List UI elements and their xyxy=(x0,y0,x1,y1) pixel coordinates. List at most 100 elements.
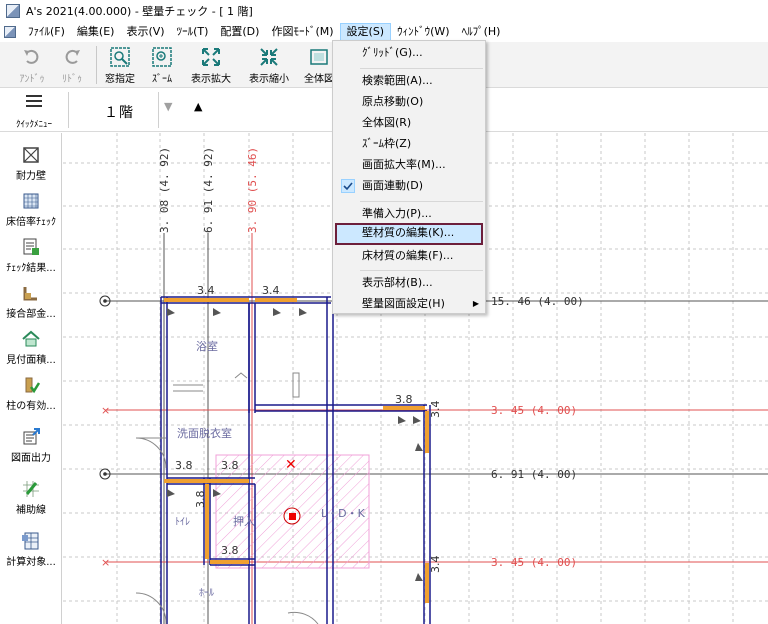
horizontal-dim-label: 15. 46 (4. 00) xyxy=(491,295,584,308)
menu-wall-drawing-settings[interactable]: 壁量図面設定(H) xyxy=(362,297,445,310)
menu-separator xyxy=(360,201,483,202)
bearing-wall-icon xyxy=(23,147,39,163)
wall-arrows xyxy=(167,308,423,581)
menu-search-range[interactable]: 検索範囲(A)... xyxy=(362,74,433,87)
menu-tools[interactable]: ﾂｰﾙ(T) xyxy=(176,24,209,38)
column-effective-button[interactable]: 柱の有効... xyxy=(0,363,62,415)
menu-zoom-frame[interactable]: ｽﾞｰﾑ枠(Z) xyxy=(362,137,412,150)
menu-file[interactable]: ﾌｧｲﾙ(F) xyxy=(28,24,65,38)
undo-button[interactable]: ｱﾝﾄﾞｩ xyxy=(14,44,50,86)
wall-value: 3.8 xyxy=(221,459,239,472)
menu-place[interactable]: 配置(D) xyxy=(220,24,260,38)
wall-value: 3.4 xyxy=(429,401,442,419)
menu-screen-link[interactable]: 画面連動(D) xyxy=(362,179,424,192)
hamburger-icon xyxy=(26,95,42,107)
house-icon xyxy=(22,330,40,347)
undo-label: ｱﾝﾄﾞｩ xyxy=(19,74,45,85)
zoom-out-button[interactable]: 表示縮小 xyxy=(244,44,294,86)
vertical-dim-label: 3. 90 (5. 46) xyxy=(246,147,259,233)
room-label: 浴室 xyxy=(196,339,218,353)
center-symbol xyxy=(289,513,296,520)
menu-display-members[interactable]: 表示部材(B)... xyxy=(362,276,433,289)
redo-button[interactable]: ﾘﾄﾞｩ xyxy=(54,44,90,86)
bearing-wall-button[interactable]: 耐力壁 xyxy=(0,133,62,185)
horizontal-dim-label: 3. 45 (4. 00) xyxy=(491,556,577,569)
room-label: 押入 xyxy=(233,514,255,528)
expand-icon xyxy=(202,48,220,66)
app-icon xyxy=(6,4,20,18)
bearing-walls xyxy=(164,298,429,603)
horizontal-dim-label: 6. 91 (4. 00) xyxy=(491,468,577,481)
menu-origin-move[interactable]: 原点移動(O) xyxy=(362,95,424,108)
toolbar-separator xyxy=(68,92,69,128)
submenu-arrow-icon: ▶ xyxy=(472,299,479,308)
wall-value: 3.8 xyxy=(221,544,239,557)
joint-hardware-icon xyxy=(23,287,37,301)
floor-up-button[interactable]: ▲ xyxy=(194,100,203,113)
calc-target-button[interactable]: 計算対象... xyxy=(0,519,62,571)
zoom-button[interactable]: ｽﾞｰﾑ xyxy=(144,44,180,86)
column-effective-label: 柱の有効... xyxy=(6,401,56,412)
menu-full-view[interactable]: 全体図(R) xyxy=(362,116,412,129)
menu-separator xyxy=(360,270,483,271)
room-label: 洗面脱衣室 xyxy=(177,426,232,440)
calc-target-icon xyxy=(22,532,39,550)
menu-floor-material-edit[interactable]: 床材質の編集(F)... xyxy=(362,249,454,262)
cross-marker: × xyxy=(101,404,110,417)
floor-ratio-check-button[interactable]: 床倍率ﾁｪｯｸ xyxy=(0,179,62,231)
floor-down-button[interactable]: ▼ xyxy=(164,100,173,113)
menu-grid[interactable]: ｸﾞﾘｯﾄﾞ(G)... xyxy=(362,46,423,59)
menu-help[interactable]: ﾍﾙﾌﾟ(H) xyxy=(461,24,501,38)
calc-target-label: 計算対象... xyxy=(6,557,56,568)
vertical-dim-label: 6. 91 (4. 92) xyxy=(202,147,215,233)
room-label: L・D・K xyxy=(321,507,366,520)
room-label: ﾎｰﾙ xyxy=(199,587,214,599)
floor-label: １階 xyxy=(104,105,134,121)
window-select-icon xyxy=(110,47,130,67)
menu-view[interactable]: 表示(V) xyxy=(126,24,165,38)
floor-ratio-check-label: 床倍率ﾁｪｯｸ xyxy=(6,217,56,228)
quick-menu-label: ｸｲｯｸﾒﾆｭｰ xyxy=(15,120,52,130)
menu-settings[interactable]: 設定(S) xyxy=(339,22,392,41)
joint-hardware-button[interactable]: 接合部金... xyxy=(0,271,62,323)
system-menu-icon[interactable] xyxy=(4,25,16,38)
menu-wall-material-edit[interactable]: 壁材質の編集(K)... xyxy=(335,223,483,245)
menu-wall-drawing-settings-row[interactable]: 壁量図面設定(H) ▶ xyxy=(335,294,483,314)
floor-grid-icon xyxy=(23,193,39,209)
wall-value: 3.4 xyxy=(197,284,215,297)
grid-marker xyxy=(103,472,107,476)
redo-icon xyxy=(65,49,80,64)
facade-area-label: 見付面積... xyxy=(6,355,56,366)
wall-value: 3.4 xyxy=(429,556,442,574)
auxiliary-line-button[interactable]: 補助線 xyxy=(0,467,62,519)
drawing-output-icon xyxy=(23,428,40,445)
grid-marker xyxy=(99,468,111,480)
fit-all-button[interactable]: 全体図 xyxy=(302,44,336,86)
drawing-output-label: 図面出力 xyxy=(11,453,51,464)
menu-window[interactable]: ｳｨﾝﾄﾞｳ(W) xyxy=(397,24,450,38)
joint-hardware-label: 接合部金... xyxy=(6,309,56,320)
quick-menu-button[interactable]: ｸｲｯｸﾒﾆｭｰ xyxy=(0,88,68,132)
horizontal-dim-label: 3. 45 (4. 00) xyxy=(491,404,577,417)
drawing-output-button[interactable]: 図面出力 xyxy=(0,415,62,467)
window-select-button[interactable]: 窓指定 xyxy=(100,44,140,86)
menu-prep-input[interactable]: 準備入力(P)... xyxy=(362,207,432,220)
wall-value: 3.8 xyxy=(395,393,413,406)
check-result-button[interactable]: ﾁｪｯｸ結果... xyxy=(0,225,62,277)
grid-marker xyxy=(99,295,111,307)
zoom-icon xyxy=(152,47,172,67)
menu-draw-mode[interactable]: 作図ﾓｰﾄﾞ(M) xyxy=(271,24,334,38)
wall-value: 3.8 xyxy=(175,459,193,472)
menu-screen-zoom-rate[interactable]: 画面拡大率(M)... xyxy=(362,158,446,171)
cross-marker: × xyxy=(101,556,110,569)
menu-screen-link-row[interactable]: 画面連動(D) xyxy=(335,176,483,196)
check-result-icon xyxy=(23,238,39,255)
zoom-in-button[interactable]: 表示拡大 xyxy=(186,44,236,86)
menu-edit[interactable]: 編集(E) xyxy=(76,24,115,38)
facade-area-button[interactable]: 見付面積... xyxy=(0,317,62,369)
fit-all-icon xyxy=(310,49,328,65)
center-symbol xyxy=(283,507,301,525)
grid-marker xyxy=(103,299,107,303)
column-check-icon xyxy=(25,377,41,394)
